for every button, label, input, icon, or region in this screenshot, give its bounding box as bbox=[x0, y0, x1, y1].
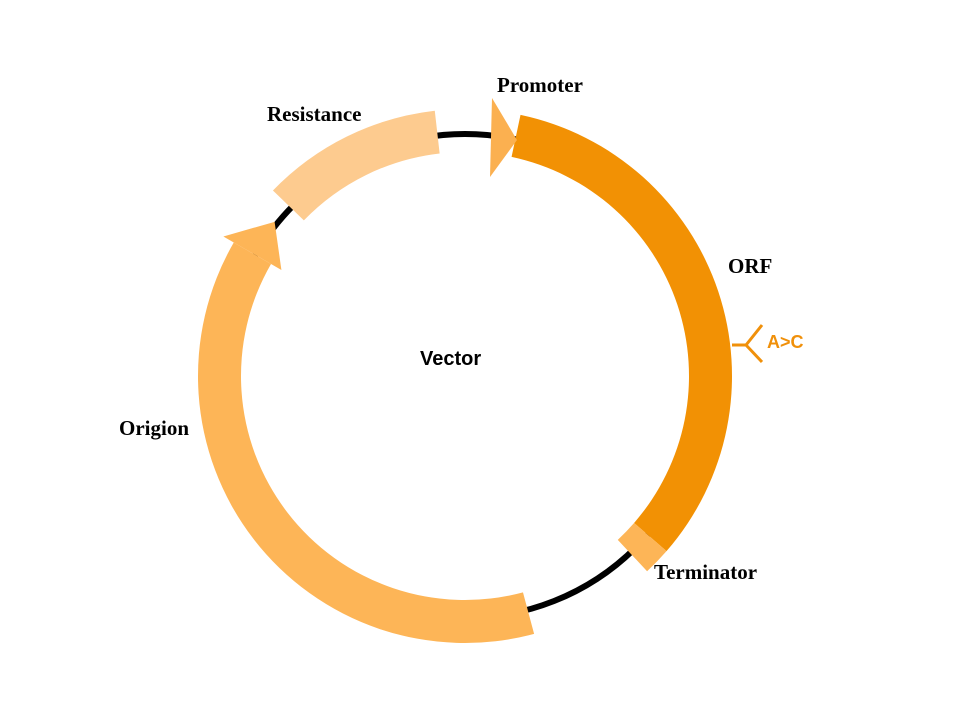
label-orf: ORF bbox=[728, 254, 772, 278]
mutation-marker-icon bbox=[732, 324, 764, 364]
vector-title: Vector bbox=[420, 348, 481, 370]
label-origin: Origion bbox=[119, 416, 189, 440]
resistance-segment bbox=[272, 110, 440, 221]
origin-segment bbox=[198, 242, 535, 643]
origin-arrowhead bbox=[223, 221, 282, 270]
terminator-segment bbox=[617, 522, 667, 572]
orf-segment bbox=[511, 114, 733, 552]
mutation-label: A>C bbox=[767, 332, 804, 352]
label-resistance: Resistance bbox=[267, 102, 361, 126]
label-terminator: Terminator bbox=[654, 560, 757, 584]
label-promoter: Promoter bbox=[497, 73, 583, 97]
promoter-arrow bbox=[490, 98, 517, 177]
